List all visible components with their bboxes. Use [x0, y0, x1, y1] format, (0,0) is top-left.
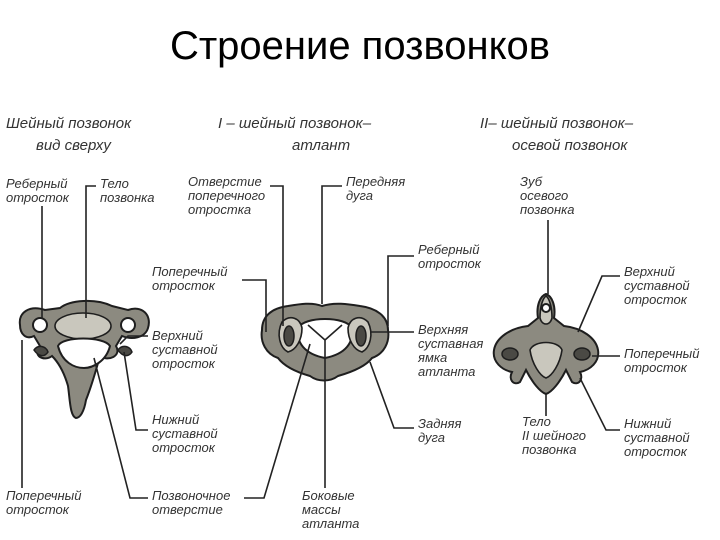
label-axis-body-line2: II шейного [522, 428, 586, 443]
label-superior-articular-2-line1: Верхний [624, 264, 675, 279]
label-dens: Зуб осевого позвонка [520, 174, 575, 217]
label-body: Тело позвонка [100, 176, 155, 205]
label-transverse-process-2: Поперечный отросток [6, 488, 81, 517]
label-vertebral-foramen-line2: отверстие [152, 502, 223, 517]
page-title: Строение позвонков [169, 24, 551, 68]
label-transverse-foramen-line2: поперечного [188, 188, 265, 203]
label-axis-body-line1: Тело [522, 414, 551, 429]
label-transverse-foramen-line1: Отверстие [188, 174, 262, 189]
leader-body [85, 185, 96, 318]
label-superior-articular-2-line3: отросток [624, 292, 688, 307]
label-body-line2: позвонка [100, 190, 155, 205]
leader-posterior-arch [369, 361, 414, 429]
label-transverse-process-1: Поперечный отросток [152, 264, 227, 293]
label-inferior-articular-2-line1: Нижний [624, 416, 671, 431]
axis-drawing [492, 292, 600, 396]
cervical-vertebra-drawing [18, 300, 150, 420]
leader-inferior-articular-2 [579, 377, 620, 431]
label-transverse-process-1-line2: отросток [152, 278, 216, 293]
label-transverse-process-3-line1: Поперечный [624, 346, 699, 361]
label-anterior-arch: Передняя дуга [346, 174, 405, 203]
label-superior-fovea-line1: Верхняя [418, 322, 468, 337]
label-transverse-process-3: Поперечный отросток [624, 346, 699, 375]
header-axis: II– шейный позвонок– осевой позвонок [480, 115, 634, 154]
vertebrae-diagram: Шейный позвонок вид сверху I – шейный по… [6, 115, 699, 531]
header-axis-line1: II– шейный позвонок– [480, 115, 634, 132]
label-superior-fovea-line4: атланта [418, 364, 475, 379]
label-anterior-arch-line1: Передняя [346, 174, 405, 189]
label-superior-fovea: Верхняя суставная ямка атланта [417, 322, 483, 379]
label-lateral-masses: Боковые массы атланта [302, 488, 359, 531]
label-inferior-articular-1-line3: отросток [152, 440, 216, 455]
label-lateral-masses-line2: массы [302, 502, 341, 517]
label-transverse-process-2-line2: отросток [6, 502, 70, 517]
label-rib-process-2-line2: отросток [418, 256, 482, 271]
header-cervical: Шейный позвонок вид сверху [6, 115, 132, 154]
label-superior-articular-1-line2: суставной [152, 342, 218, 357]
label-superior-fovea-line3: ямка [417, 350, 447, 365]
label-lateral-masses-line1: Боковые [302, 488, 355, 503]
label-anterior-arch-line2: дуга [346, 188, 373, 203]
label-superior-articular-2-line2: суставной [624, 278, 690, 293]
header-atlas-line2: атлант [292, 137, 350, 154]
leader-superior-articular-2 [577, 275, 620, 333]
label-body-line1: Тело [100, 176, 129, 191]
label-transverse-process-2-line1: Поперечный [6, 488, 81, 503]
header-axis-line2: осевой позвонок [512, 137, 628, 154]
label-transverse-foramen: Отверстие поперечного отростка [188, 174, 265, 217]
label-superior-articular-1-line3: отросток [152, 356, 216, 371]
label-vertebral-foramen: Позвоночное отверстие [152, 488, 230, 517]
header-atlas-line1: I – шейный позвонок– [218, 115, 372, 132]
label-rib-process-1: Реберный отросток [6, 176, 70, 205]
label-superior-fovea-line2: суставная [418, 336, 483, 351]
label-transverse-process-1-line1: Поперечный [152, 264, 227, 279]
leader-transverse-process-1 [242, 279, 267, 332]
label-dens-line2: осевого [520, 188, 568, 203]
header-cervical-line2: вид сверху [36, 137, 112, 154]
leader-transverse-foramen [270, 185, 284, 326]
label-inferior-articular-1: Нижний суставной отросток [152, 412, 218, 455]
header-cervical-line1: Шейный позвонок [6, 115, 132, 132]
atlas-drawing [260, 302, 390, 382]
leader-anterior-arch [321, 185, 342, 304]
label-superior-articular-2: Верхний суставной отросток [624, 264, 690, 307]
label-axis-body: Тело II шейного позвонка [522, 414, 586, 457]
label-axis-body-line3: позвонка [522, 442, 577, 457]
label-inferior-articular-1-line2: суставной [152, 426, 218, 441]
label-transverse-foramen-line3: отростка [188, 202, 251, 217]
leader-inferior-articular-1 [123, 351, 148, 431]
label-transverse-process-3-line2: отросток [624, 360, 688, 375]
leader-superior-articular-1 [119, 335, 148, 345]
label-rib-process-2: Реберный отросток [418, 242, 482, 271]
label-posterior-arch: Задняя дуга [418, 416, 461, 445]
label-posterior-arch-line1: Задняя [418, 416, 461, 431]
label-lateral-masses-line3: атланта [302, 516, 359, 531]
label-inferior-articular-2-line3: отросток [624, 444, 688, 459]
label-inferior-articular-2: Нижний суставной отросток [624, 416, 690, 459]
label-vertebral-foramen-line1: Позвоночное [152, 488, 230, 503]
label-rib-process-2-line1: Реберный [418, 242, 479, 257]
label-inferior-articular-2-line2: суставной [624, 430, 690, 445]
leader-vertebral-foramen-2 [244, 343, 311, 499]
label-dens-line3: позвонка [520, 202, 575, 217]
label-inferior-articular-1-line1: Нижний [152, 412, 199, 427]
label-posterior-arch-line2: дуга [418, 430, 445, 445]
label-rib-process-1-line2: отросток [6, 190, 70, 205]
label-dens-line1: Зуб [520, 174, 543, 189]
label-rib-process-1-line1: Реберный [6, 176, 67, 191]
label-superior-articular-1: Верхний суставной отросток [152, 328, 218, 371]
label-superior-articular-1-line1: Верхний [152, 328, 203, 343]
leader-rib-process-2 [387, 255, 414, 326]
leader-vertebral-foramen-1 [93, 357, 148, 499]
header-atlas: I – шейный позвонок– атлант [218, 115, 372, 154]
